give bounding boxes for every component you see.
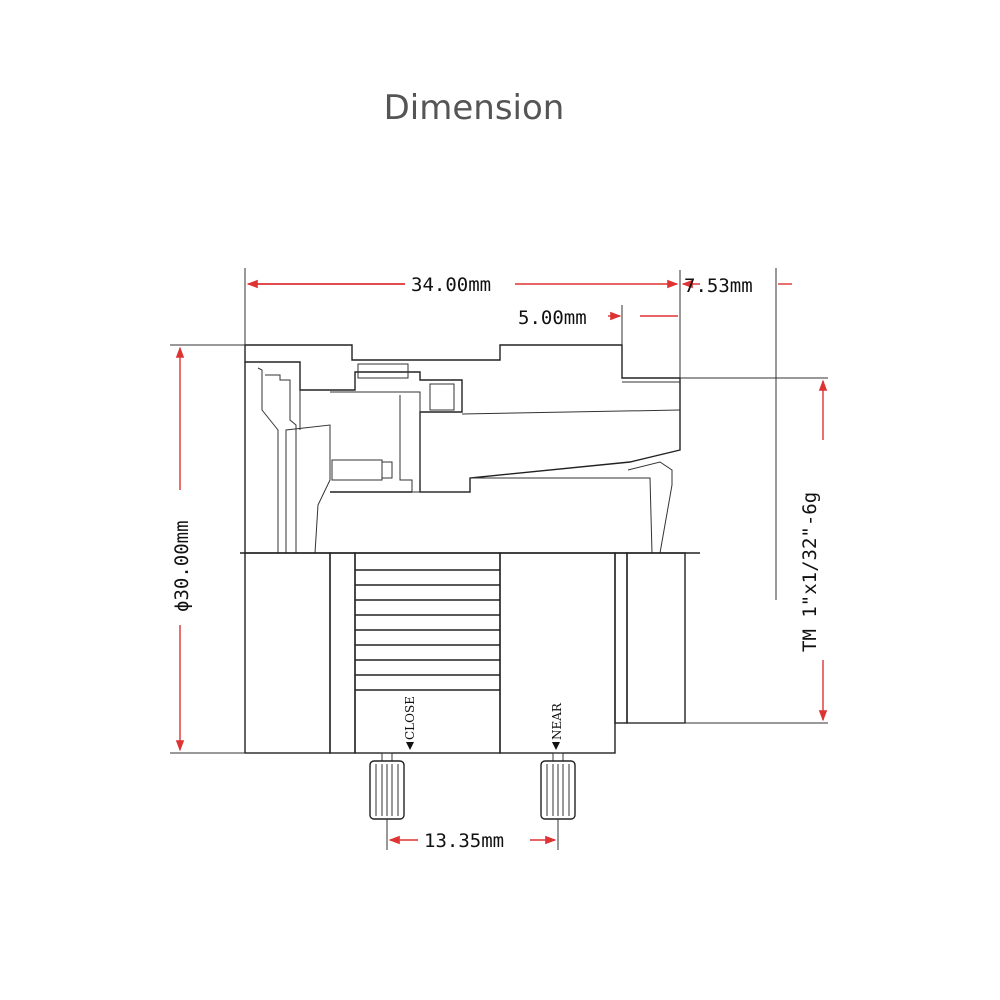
thread-length-label: 7.53mm (684, 275, 753, 297)
overall-length-label: 34.00mm (411, 274, 491, 296)
housing-section (244, 344, 681, 493)
close-screw (369, 752, 405, 820)
dotted-element (285, 424, 331, 554)
lens-exterior-view: CLOSE NEAR (244, 552, 686, 820)
focus-ring (354, 552, 501, 754)
dimension-lines (170, 268, 828, 850)
close-arrow-icon (406, 742, 414, 750)
lens-section-view (240, 344, 700, 554)
near-label: NEAR (550, 702, 564, 740)
screw-spacing-label: 13.35mm (424, 830, 504, 852)
near-arrow-icon (552, 742, 560, 750)
close-label: CLOSE (403, 696, 417, 740)
diameter-label: ϕ30.00mm (171, 520, 193, 612)
thread-spec-label: TM 1"x1/32"-6g (799, 492, 821, 652)
ring-grooves (355, 569, 500, 691)
near-screw (540, 752, 576, 820)
page-title: Dimension (383, 88, 565, 128)
step-length-label: 5.00mm (518, 307, 587, 329)
